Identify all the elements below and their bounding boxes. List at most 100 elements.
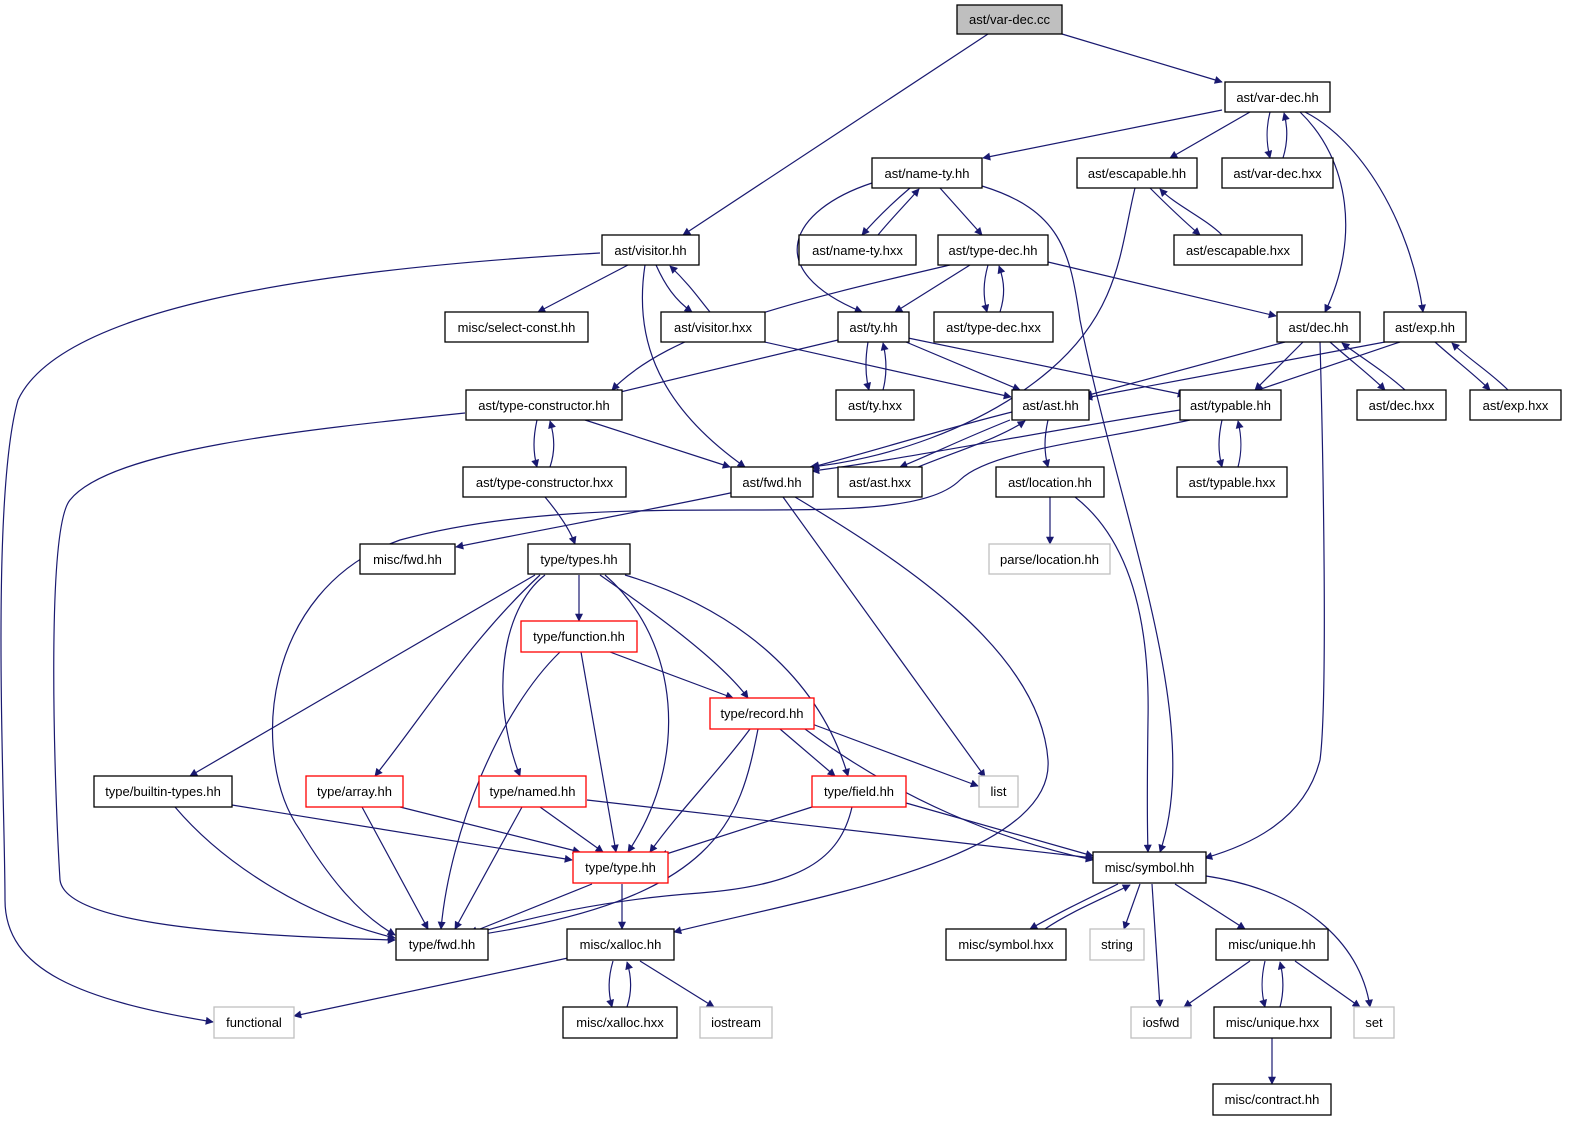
edge-builtin-to-type-fwd [174,806,396,941]
edge-var-dec-hh-to-name-ty-hh [982,109,1223,161]
edge-field-to-type-hh [659,806,813,858]
node-type-dec-hxx[interactable]: ast/type-dec.hxx [933,311,1054,343]
node-type-fwd-hh[interactable]: type/fwd.hh [395,928,489,961]
edge-named-to-type-fwd [454,806,523,930]
edge-record-to-list [811,723,979,788]
node-array-hh[interactable]: type/array.hh [305,775,404,808]
node-list[interactable]: list [978,775,1019,808]
node-type-constructor-hh[interactable]: ast/type-constructor.hh [465,389,623,421]
node-var-dec-cc[interactable]: ast/var-dec.cc [956,4,1063,35]
svg-text:type/array.hh: type/array.hh [317,784,392,799]
edge-visitor-hh-to-fwd-hh [641,264,746,468]
svg-text:ast/name-ty.hh: ast/name-ty.hh [884,166,969,181]
svg-text:ast/visitor.hh: ast/visitor.hh [614,243,686,258]
node-dec-hxx[interactable]: ast/dec.hxx [1356,389,1447,421]
edge-symbol-to-iosfwd [1151,883,1164,1008]
node-type-hh[interactable]: type/type.hh [572,851,669,884]
node-named-hh[interactable]: type/named.hh [478,775,587,808]
node-field-hh[interactable]: type/field.hh [811,775,907,808]
node-types-hh[interactable]: type/types.hh [527,543,631,575]
edge-dec-hh-to-dec-hxx [1329,341,1386,391]
edge-record-to-type-fwd [469,728,759,939]
node-fwd-hh[interactable]: ast/fwd.hh [730,466,814,498]
edge-record-to-field [779,728,836,777]
node-xalloc-hh[interactable]: misc/xalloc.hh [566,928,675,961]
node-string[interactable]: string [1089,928,1145,961]
edge-name-ty-hh-to-type-dec-hh [939,187,983,236]
node-ty-hh[interactable]: ast/ty.hh [837,311,910,343]
edge-type-dec-hh-to-ty-hh [894,264,971,313]
svg-text:ast/dec.hxx: ast/dec.hxx [1369,398,1435,413]
node-visitor-hxx[interactable]: ast/visitor.hxx [660,311,766,343]
node-iostream[interactable]: iostream [699,1006,773,1039]
svg-text:ast/escapable.hh: ast/escapable.hh [1088,166,1186,181]
svg-text:type/record.hh: type/record.hh [720,706,803,721]
edge-symbol-to-string [1122,883,1141,930]
svg-text:ast/visitor.hxx: ast/visitor.hxx [674,320,753,335]
svg-text:type/type.hh: type/type.hh [585,860,656,875]
node-contract-hh[interactable]: misc/contract.hh [1212,1083,1332,1116]
edge-type-constructor-to-fwd-hh [584,419,731,469]
node-escapable-hh[interactable]: ast/escapable.hh [1076,157,1198,189]
node-escapable-hxx[interactable]: ast/escapable.hxx [1173,234,1303,266]
node-ast-hh[interactable]: ast/ast.hh [1011,389,1090,421]
nodes: ast/var-dec.cc ast/var-dec.hh ast/name-t… [93,4,1562,1116]
node-var-dec-hxx[interactable]: ast/var-dec.hxx [1221,157,1334,189]
node-misc-fwd-hh[interactable]: misc/fwd.hh [359,543,456,575]
node-dec-hh[interactable]: ast/dec.hh [1276,311,1361,343]
edge-unique-hxx-to-unique [1277,961,1286,1008]
edge-unique-to-set [1294,960,1361,1008]
edge-ast-hh-to-ast-hxx [899,419,1011,469]
svg-text:ast/type-dec.hh: ast/type-dec.hh [949,243,1038,258]
node-typable-hxx[interactable]: ast/typable.hxx [1176,466,1288,498]
edge-fwd-hh-to-misc-fwd [455,491,736,550]
node-ty-hxx[interactable]: ast/ty.hxx [835,389,915,421]
node-xalloc-hxx[interactable]: misc/xalloc.hxx [562,1006,678,1039]
edge-unique-to-iosfwd [1183,960,1251,1008]
edge-ty-hh-to-type-constructor [611,339,839,397]
edge-fwd-hh-to-list [782,496,986,778]
node-typable-hh[interactable]: ast/typable.hh [1179,389,1282,421]
svg-text:misc/unique.hh: misc/unique.hh [1228,937,1315,952]
node-parse-location-hh[interactable]: parse/location.hh [988,543,1111,575]
node-function-hh[interactable]: type/function.hh [520,620,638,653]
svg-text:ast/ast.hxx: ast/ast.hxx [849,475,912,490]
edge-visitor-hh-to-select-const [537,264,629,313]
svg-text:type/builtin-types.hh: type/builtin-types.hh [105,784,221,799]
edge-exp-hh-to-typable-hh [1254,341,1401,393]
node-iosfwd[interactable]: iosfwd [1130,1006,1192,1039]
node-name-ty-hh[interactable]: ast/name-ty.hh [871,157,983,189]
edge-typable-hh-to-typable-hxx [1216,419,1225,468]
node-type-dec-hh[interactable]: ast/type-dec.hh [937,234,1049,266]
edge-xalloc-to-iostream [639,960,715,1008]
svg-text:list: list [991,784,1007,799]
node-type-constructor-hxx[interactable]: ast/type-constructor.hxx [462,466,627,498]
svg-text:set: set [1365,1015,1383,1030]
node-select-const-hh[interactable]: misc/select-const.hh [444,311,589,343]
node-builtin-types-hh[interactable]: type/builtin-types.hh [93,775,233,808]
node-unique-hh[interactable]: misc/unique.hh [1215,928,1329,961]
edge-type-constructor-hxx-to-hh [548,420,556,468]
node-exp-hxx[interactable]: ast/exp.hxx [1469,389,1562,421]
node-var-dec-hh[interactable]: ast/var-dec.hh [1224,81,1331,113]
svg-text:ast/typable.hxx: ast/typable.hxx [1189,475,1276,490]
node-name-ty-hxx[interactable]: ast/name-ty.hxx [798,234,917,266]
node-unique-hxx[interactable]: misc/unique.hxx [1213,1006,1332,1039]
svg-text:misc/xalloc.hh: misc/xalloc.hh [580,937,662,952]
node-visitor-hh[interactable]: ast/visitor.hh [601,234,700,266]
edge-visitor-hxx-to-visitor-hh [669,265,711,313]
node-symbol-hh[interactable]: misc/symbol.hh [1092,851,1207,884]
node-exp-hh[interactable]: ast/exp.hh [1383,311,1467,343]
node-symbol-hxx[interactable]: misc/symbol.hxx [945,928,1067,961]
edge-name-ty-hxx-to-name-ty-hh [877,188,920,236]
node-location-hh[interactable]: ast/location.hh [995,466,1105,498]
svg-text:misc/select-const.hh: misc/select-const.hh [458,320,576,335]
node-ast-hxx[interactable]: ast/ast.hxx [837,466,923,498]
svg-text:misc/unique.hxx: misc/unique.hxx [1226,1015,1320,1030]
node-set[interactable]: set [1353,1006,1395,1039]
node-functional[interactable]: functional [213,1006,295,1039]
node-record-hh[interactable]: type/record.hh [709,697,815,730]
edge-exp-hxx-to-exp-hh [1451,342,1509,391]
svg-text:type/function.hh: type/function.hh [533,629,625,644]
svg-text:iostream: iostream [711,1015,761,1030]
